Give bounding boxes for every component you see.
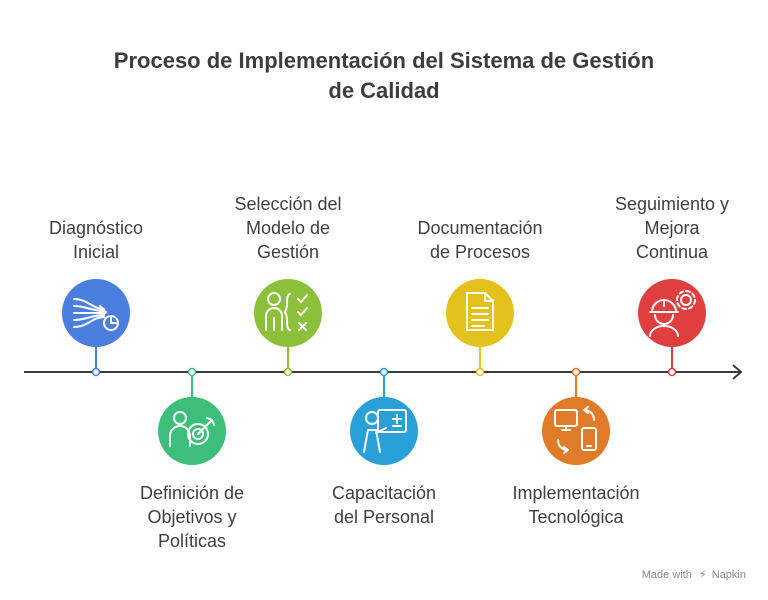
teacher-board-icon <box>363 409 407 453</box>
step-6-circle <box>542 397 610 465</box>
made-with-napkin-badge[interactable]: Made with ⚡ Napkin <box>642 568 746 581</box>
step-1-label: Diagnóstico Inicial <box>48 218 144 262</box>
step-diagnostico <box>62 279 130 377</box>
step-implementacion <box>542 367 610 465</box>
document-icon <box>466 292 494 331</box>
step-4-label: Capacitación del Personal <box>331 483 437 527</box>
title-line-1: Proceso de Implementación del Sistema de… <box>113 48 655 73</box>
target-person-icon <box>169 411 215 447</box>
napkin-brand-text: Napkin <box>711 569 746 581</box>
step-2-label: Definición de Objetivos y Políticas <box>139 483 245 551</box>
step-seguimiento <box>638 279 706 377</box>
step-2-circle <box>158 397 226 465</box>
devices-sync-icon <box>554 406 597 454</box>
flow-chart-icon <box>73 298 119 331</box>
engineer-gear-icon <box>649 290 696 337</box>
step-capacitacion <box>350 367 418 465</box>
step-7-label: Seguimiento y Mejora Continua <box>614 194 730 262</box>
made-with-text: Made with <box>641 569 692 581</box>
step-documentacion <box>446 279 514 377</box>
diagram-title: Proceso de Implementación del Sistema de… <box>60 46 708 106</box>
title-line-2: de Calidad <box>328 78 440 103</box>
step-3-circle <box>254 279 322 347</box>
timeline-arrow-head <box>732 364 743 380</box>
step-3-label: Selección del Modelo de Gestión <box>234 194 342 262</box>
step-seleccion <box>254 279 322 377</box>
napkin-logo-icon: ⚡ <box>698 569 707 581</box>
step-5-label: Documentación de Procesos <box>417 218 543 262</box>
checklist-person-icon <box>265 292 308 331</box>
step-6-label: Implementación Tecnológica <box>512 483 640 527</box>
step-definicion <box>158 367 226 465</box>
